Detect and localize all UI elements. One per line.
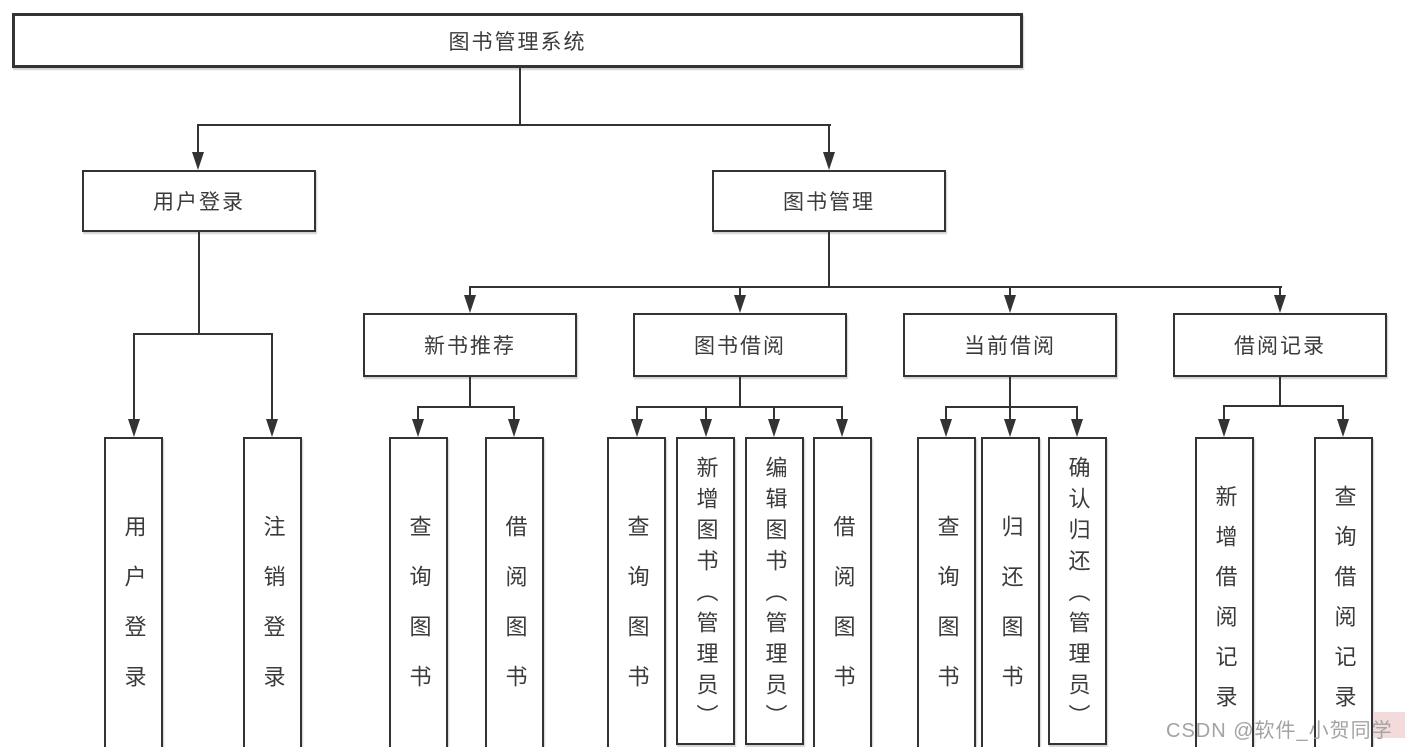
arrow-down-icon bbox=[1004, 295, 1016, 313]
arrow-down-icon bbox=[1218, 419, 1230, 437]
watermark-background bbox=[1374, 712, 1405, 738]
connector-line bbox=[1009, 286, 1011, 298]
leaf-add-book-admin: 新增图书（管理员） bbox=[676, 437, 735, 745]
connector-line bbox=[519, 68, 521, 126]
arrow-down-icon bbox=[1004, 419, 1016, 437]
connector-line bbox=[197, 124, 831, 126]
connector-line bbox=[1076, 406, 1078, 421]
connector-line bbox=[1009, 375, 1011, 408]
arrow-down-icon bbox=[1274, 295, 1286, 313]
connector-line bbox=[945, 406, 947, 421]
leaf-user-login: 用户登录 bbox=[104, 437, 163, 747]
arrow-down-icon bbox=[734, 295, 746, 313]
connector-line bbox=[773, 406, 775, 421]
connector-line bbox=[197, 124, 199, 154]
connector-line bbox=[469, 286, 471, 298]
node-new-book-recommend: 新书推荐 bbox=[363, 313, 577, 377]
connector-line bbox=[417, 406, 419, 421]
connector-line bbox=[841, 406, 843, 421]
connector-line bbox=[133, 333, 273, 335]
connector-line bbox=[1223, 405, 1344, 407]
arrow-down-icon bbox=[508, 419, 520, 437]
arrow-down-icon bbox=[836, 419, 848, 437]
connector-line bbox=[828, 124, 830, 154]
arrow-down-icon bbox=[1337, 419, 1349, 437]
leaf-edit-book-admin: 编辑图书（管理员） bbox=[745, 437, 804, 745]
connector-line bbox=[469, 375, 471, 408]
watermark: CSDN @软件_小贺同学 bbox=[1166, 720, 1393, 742]
connector-line bbox=[1009, 406, 1011, 421]
connector-line bbox=[945, 406, 1078, 408]
arrow-down-icon bbox=[1071, 419, 1083, 437]
connector-line bbox=[469, 286, 1282, 288]
connector-line bbox=[271, 333, 273, 421]
arrow-down-icon bbox=[700, 419, 712, 437]
arrow-down-icon bbox=[940, 419, 952, 437]
leaf-query-books: 查询图书 bbox=[607, 437, 666, 747]
arrow-down-icon bbox=[464, 295, 476, 313]
connector-line bbox=[739, 375, 741, 408]
leaf-query-books: 查询图书 bbox=[389, 437, 448, 747]
node-book-management: 图书管理 bbox=[712, 170, 946, 232]
leaf-add-borrow-record: 新增借阅记录 bbox=[1195, 437, 1254, 747]
leaf-logout: 注销登录 bbox=[243, 437, 302, 747]
connector-line bbox=[636, 406, 638, 421]
connector-line bbox=[1342, 405, 1344, 421]
node-book-borrow: 图书借阅 bbox=[633, 313, 847, 377]
node-current-borrow: 当前借阅 bbox=[903, 313, 1117, 377]
connector-line bbox=[417, 406, 515, 408]
leaf-confirm-return-admin: 确认归还（管理员） bbox=[1048, 437, 1107, 745]
connector-line bbox=[828, 232, 830, 288]
arrow-down-icon bbox=[631, 419, 643, 437]
leaf-borrow-books: 借阅图书 bbox=[813, 437, 872, 747]
leaf-return-books: 归还图书 bbox=[981, 437, 1040, 747]
arrow-down-icon bbox=[192, 152, 204, 170]
arrow-down-icon bbox=[768, 419, 780, 437]
leaf-query-books: 查询图书 bbox=[917, 437, 976, 747]
connector-line bbox=[739, 286, 741, 298]
connector-line bbox=[198, 232, 200, 335]
node-user-login: 用户登录 bbox=[82, 170, 316, 232]
leaf-query-borrow-record: 查询借阅记录 bbox=[1314, 437, 1373, 747]
connector-line bbox=[1223, 405, 1225, 421]
connector-line bbox=[513, 406, 515, 421]
leaf-borrow-books: 借阅图书 bbox=[485, 437, 544, 747]
connector-line bbox=[1279, 286, 1281, 298]
arrow-down-icon bbox=[823, 152, 835, 170]
arrow-down-icon bbox=[266, 419, 278, 437]
connector-line bbox=[705, 406, 707, 421]
arrow-down-icon bbox=[412, 419, 424, 437]
connector-line bbox=[1279, 375, 1281, 406]
connector-line bbox=[133, 333, 135, 421]
node-library-system: 图书管理系统 bbox=[12, 13, 1023, 68]
node-borrow-records: 借阅记录 bbox=[1173, 313, 1387, 377]
arrow-down-icon bbox=[128, 419, 140, 437]
connector-line bbox=[636, 406, 843, 408]
